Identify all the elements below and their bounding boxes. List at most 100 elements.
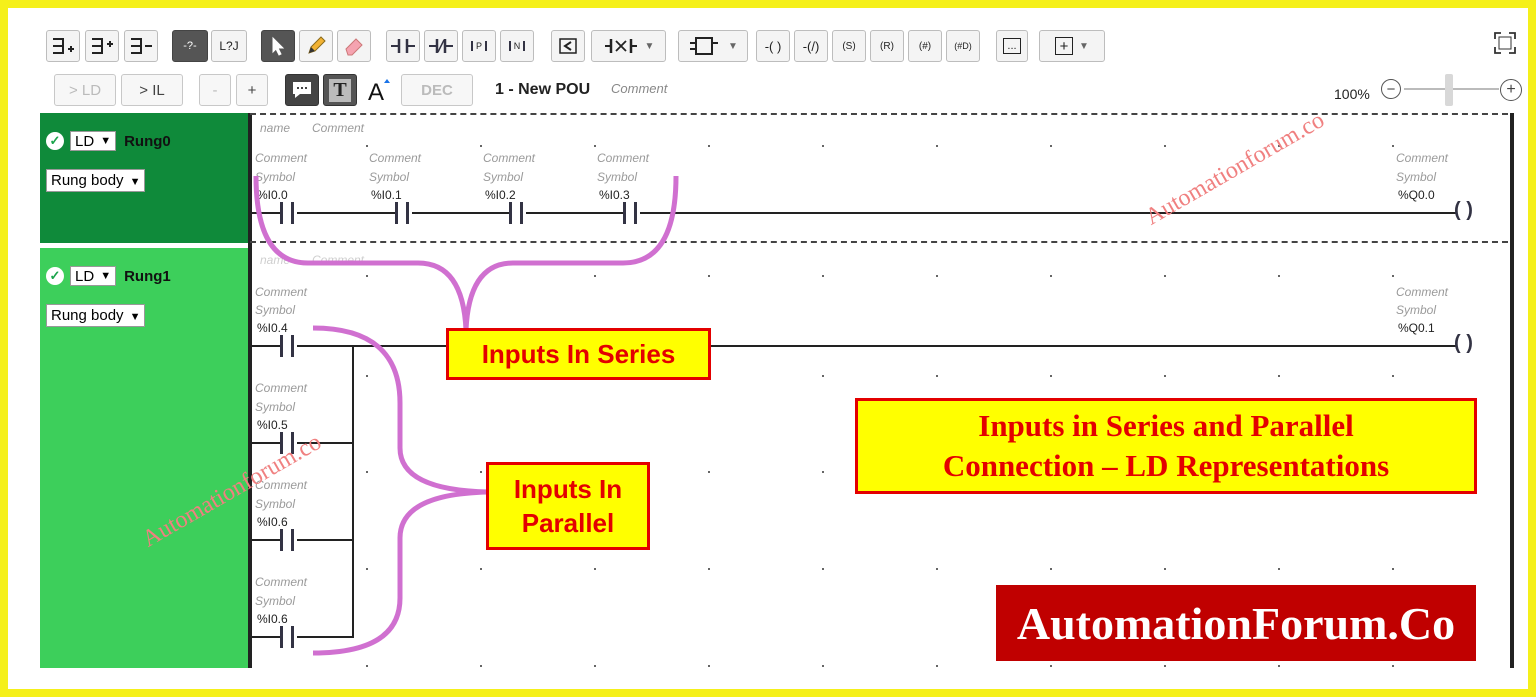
decrease-button[interactable]: - <box>199 74 231 106</box>
coil-q0-1[interactable]: ( ) <box>1454 332 1473 354</box>
increase-button[interactable]: + <box>236 74 268 106</box>
reset-coil-icon: (R) <box>880 40 894 52</box>
reset-coil-button[interactable]: (R) <box>870 30 904 62</box>
right-power-rail <box>1510 113 1514 668</box>
no-contact-icon <box>391 39 415 53</box>
convert-to-il-button[interactable]: > IL <box>121 74 183 106</box>
insert-rung-below-button[interactable] <box>85 30 119 62</box>
rung-1-panel[interactable]: ✓ LD▼ Rung1 Rung body▼ <box>40 248 248 668</box>
fullscreen-icon <box>1494 32 1516 54</box>
rung-0-comment-field[interactable]: Comment <box>312 121 365 135</box>
grid-dot <box>1278 665 1280 667</box>
select-tool-button[interactable] <box>261 30 295 62</box>
rung-0-name-field[interactable]: name <box>260 121 291 135</box>
rung-language-label: LD <box>75 132 95 150</box>
rung-body-select[interactable]: Rung body▼ <box>46 169 146 192</box>
branch-button[interactable]: L?J <box>211 30 247 62</box>
delete-rung-button[interactable] <box>124 30 158 62</box>
convert-to-il-label: > IL <box>139 81 165 99</box>
grid-dot <box>1050 375 1052 377</box>
negated-coil-button[interactable]: -(/) <box>794 30 828 62</box>
eraser-tool-button[interactable] <box>337 30 371 62</box>
convert-to-ld-button[interactable]: > LD <box>54 74 116 106</box>
text-toggle-button[interactable]: T <box>323 74 357 106</box>
coil-q0-0[interactable]: ( ) <box>1454 199 1473 221</box>
coil-address: %Q0.0 <box>1398 188 1435 202</box>
grid-dot <box>366 568 368 570</box>
contact-i0-1[interactable] <box>391 202 413 224</box>
contact-i0-4[interactable] <box>276 335 298 357</box>
p-contact-button[interactable]: P <box>462 30 496 62</box>
operation-block-dropdown[interactable]: ▼ <box>591 30 666 62</box>
no-contact-button[interactable] <box>386 30 420 62</box>
contact-comment: Comment <box>597 151 650 165</box>
contact-address: %I0.1 <box>371 188 402 202</box>
grid-dot <box>594 568 596 570</box>
n-contact-icon: N <box>508 41 526 51</box>
grid-dot <box>594 145 596 147</box>
wire <box>640 212 1456 214</box>
jump-d-coil-button[interactable]: (#D) <box>946 30 980 62</box>
fullscreen-button[interactable] <box>1492 30 1520 58</box>
check-icon: ✓ <box>46 267 64 285</box>
n-contact-button[interactable]: N <box>500 30 534 62</box>
contact-i0-6[interactable] <box>276 529 298 551</box>
more-elements-button[interactable]: ... <box>996 30 1028 62</box>
plus-box-icon: + <box>1055 37 1074 55</box>
contact-i0-6b[interactable] <box>276 626 298 648</box>
contact-i0-2[interactable] <box>505 202 527 224</box>
coil-icon: -( ) <box>764 38 782 54</box>
ladder-canvas[interactable]: name Comment Comment Symbol %I0.0 Commen… <box>248 113 1514 668</box>
grid-dot <box>480 568 482 570</box>
contact-i0-0[interactable] <box>276 202 298 224</box>
pou-comment[interactable]: Comment <box>611 81 668 96</box>
coil-button[interactable]: -( ) <box>756 30 790 62</box>
zoom-in-icon[interactable]: + <box>1500 79 1522 101</box>
unknown-contact-label: -?- <box>183 40 197 52</box>
branch-label: L?J <box>219 39 239 53</box>
add-dropdown[interactable]: + ▼ <box>1039 30 1105 62</box>
pencil-tool-button[interactable] <box>299 30 333 62</box>
contact-symbol: Symbol <box>255 497 296 511</box>
delete-rung-icon <box>131 38 152 54</box>
grid-dot <box>1278 275 1280 277</box>
zoom-out-icon[interactable]: − <box>1381 79 1401 99</box>
dec-format-label: DEC <box>421 81 453 99</box>
wire <box>252 345 280 347</box>
contact-i0-5[interactable] <box>276 432 298 454</box>
grid-dot <box>936 275 938 277</box>
grid-dot <box>480 665 482 667</box>
rung-0-panel[interactable]: ✓ LD▼ Rung0 Rung body▼ <box>40 113 248 243</box>
grid-dot <box>1164 145 1166 147</box>
grid-dot <box>1392 275 1394 277</box>
grid-dot <box>366 665 368 667</box>
comment-toggle-button[interactable] <box>285 74 319 106</box>
jump-coil-button[interactable]: (#) <box>908 30 942 62</box>
rung-language-label: LD <box>75 267 95 285</box>
nc-contact-button[interactable] <box>424 30 458 62</box>
rung-body-select[interactable]: Rung body▼ <box>46 304 146 327</box>
unknown-contact-button[interactable]: -?- <box>172 30 208 62</box>
compare-block-button[interactable] <box>551 30 585 62</box>
rung-body-label: Rung body <box>51 172 124 189</box>
pencil-icon <box>308 36 326 54</box>
parallel-callout-line1: Inputs In <box>513 474 623 504</box>
cursor-arrow-icon <box>272 36 285 56</box>
grid-dot <box>1050 275 1052 277</box>
contact-comment: Comment <box>369 151 422 165</box>
title-callout-line2: Connection – LD Representations <box>942 448 1390 483</box>
rung-language-select[interactable]: LD▼ <box>70 131 117 151</box>
grid-dot <box>594 665 596 667</box>
set-coil-button[interactable]: (S) <box>832 30 866 62</box>
contact-symbol: Symbol <box>369 170 410 184</box>
insert-rung-above-button[interactable] <box>46 30 80 62</box>
zoom-slider-handle[interactable] <box>1445 74 1453 106</box>
grid-dot <box>1050 145 1052 147</box>
contact-i0-3[interactable] <box>619 202 641 224</box>
contact-comment: Comment <box>255 151 308 165</box>
rung-language-select[interactable]: LD▼ <box>70 266 117 286</box>
series-brace <box>253 175 679 331</box>
function-block-dropdown[interactable]: ▼ <box>678 30 748 62</box>
dec-format-button[interactable]: DEC <box>401 74 473 106</box>
font-size-button[interactable]: A <box>361 74 395 106</box>
